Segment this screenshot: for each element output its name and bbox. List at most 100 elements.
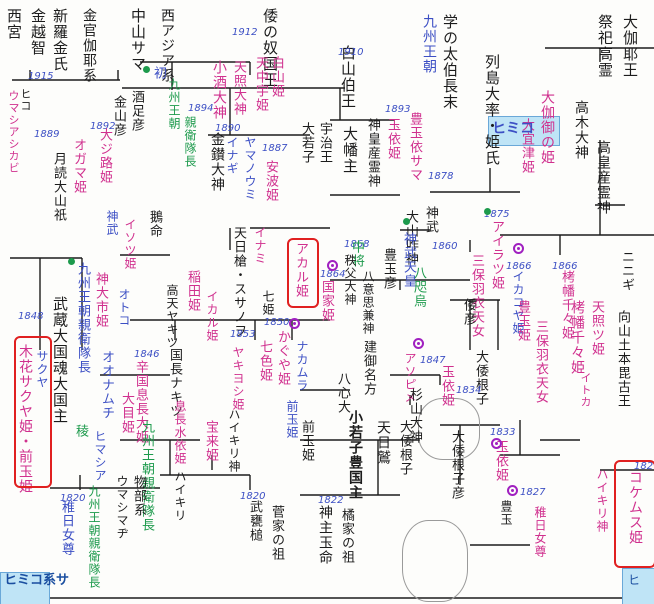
name-tenchi-kounisa: 天日槍・スサノヲ [231, 226, 246, 338]
name-ikaru-hime: イカル姫 [205, 290, 219, 342]
name-kyushu-ouchou: 九州王朝 [421, 14, 437, 74]
year-1847: 1847 [420, 355, 446, 366]
name-tenmikami-hime: 天中宇姫 [253, 56, 268, 112]
name-kaneyama-gomikou: 金官伽耶系 [81, 8, 97, 83]
year-1822: 1822 [318, 495, 344, 506]
name-kyushu-ouchou-b: 九州王朝親衛隊長 [139, 420, 154, 532]
year-1827b: 1827 [520, 487, 546, 498]
name-wakamikado: 大倭根子 [473, 350, 488, 406]
name-sosuwake: 宇治王 [317, 122, 332, 164]
name-tokoshi-hime: 大ジ路姫 [97, 128, 112, 184]
name-kyushu-shinsou: 九州王朝親衛隊長 [75, 262, 90, 374]
name-tatsuno-ki: 辛国息長大姫 [133, 360, 148, 444]
name-kunibo-hime: 国家姫 [319, 280, 334, 322]
marker-dot-4 [484, 208, 491, 215]
name-nakano: 中将 [349, 240, 364, 268]
name-shiraki-hakuou: 白山伯王 [339, 45, 357, 109]
name-jinkouou-kamikami: 神皇産霊神 [365, 118, 380, 188]
name-miyama-onna: 三保羽衣天女 [533, 320, 548, 404]
marker-dot-1 [143, 66, 150, 73]
hinoko-band-left [0, 572, 50, 604]
name-toyotsu: 豊玉 [499, 500, 513, 526]
name-tsukiyomi-yamanokami: 月読大山祇 [51, 152, 66, 222]
year-1860: 1860 [432, 241, 458, 252]
name-daimoku-hime: 大目姫 [119, 392, 134, 434]
name-sainoshinouchou: 親衛隊長 [183, 116, 197, 168]
year-1887: 1887 [262, 143, 288, 154]
name-jinbu: 神武 [423, 206, 438, 234]
name-kuninaga: 国長ナキツ [167, 348, 182, 418]
name-kyushu-ou: 九州王朝 [167, 78, 181, 130]
name-hachishin: 八心大 [335, 372, 350, 414]
name-kamiyoshi: ウマシマヂ [115, 475, 129, 540]
name-kyushu-shinsoku: 九州王朝親衛隊長 [87, 485, 101, 589]
name-ashima-hime: アソピメ [403, 352, 417, 404]
name-yamanoumi: ヤマノウミ [243, 136, 257, 201]
year-1875: 1875 [484, 209, 510, 220]
name-shimanose: ヒマシア [93, 430, 107, 482]
name-shirayama-hime: 白山姫 [269, 56, 284, 98]
name-takamidai: 高木大神 [573, 100, 589, 160]
name-tenshi: 大倭根子 [397, 420, 412, 476]
name-wakanohime: 安波姫 [263, 160, 278, 202]
name-motoharu-hime: 栲幡千々姫 [569, 300, 585, 375]
name-tokofuchi: 息長水依姫 [173, 400, 187, 465]
label-hinoko-2: ヒミコ系サ [4, 573, 70, 588]
name-tamayori-hime: 玉依姫 [493, 440, 508, 482]
name-kowakako: 小若子豊国主 [347, 410, 363, 500]
stamp-circle-1 [418, 398, 480, 460]
name-wa-no-dokuoku: 倭の奴国王 [261, 8, 279, 88]
name-kogemusu-hime: コケムス姫 [627, 470, 643, 545]
name-kunimanaga: 建御名方 [361, 340, 376, 396]
name-toyoshu: 豊玉彦 [381, 248, 396, 290]
year-1894: 1894 [188, 103, 214, 114]
name-akaru-hime: アカル姫 [293, 242, 308, 298]
name-kanmi: 菅家の祖 [269, 505, 284, 561]
name-nanaga: 七姫 [261, 290, 275, 316]
year-1912: 1912 [232, 27, 258, 38]
name-takarai-hime: 宝来姫 [203, 420, 218, 462]
name-haikiri: ハイキリ [173, 470, 187, 522]
name-toyoda-hime: 稚日女尊 [533, 506, 547, 558]
year-1820b: 1820 [60, 493, 86, 504]
year-1866b: 1866 [552, 261, 578, 272]
name-saigun-takaou: 祭祀高霊 [596, 14, 614, 78]
year-1850: 1850 [264, 317, 290, 328]
name-hachishu: 八意思兼神 [361, 270, 375, 335]
year-1878: 1878 [428, 171, 454, 182]
name-nakamura: ナカムラ [295, 340, 309, 392]
name-tamayori: 玉依姫 [385, 118, 400, 160]
name-oomaou: 大幡主 [341, 126, 359, 174]
year-1827: 1827 [634, 461, 654, 472]
name-oyomagokami: 小酒大神 [211, 60, 227, 120]
name-shinhime: 栲幡千々姫 [559, 270, 574, 340]
name-oomyou-b: 倭彦 [461, 298, 476, 326]
name-kaguya-hime: かぐや姫 [275, 330, 290, 386]
marker-ring-5 [413, 338, 424, 349]
name-murasaki: オトコ [117, 288, 131, 327]
name-yunami: 豊玉依サマ [407, 112, 422, 182]
year-1915: 1915 [28, 71, 54, 82]
marker-ring-4 [491, 438, 502, 449]
highlight-box-kokiya [14, 336, 52, 488]
name-ikako: イカコヤ姫 [511, 270, 525, 335]
year-1893: 1893 [385, 104, 411, 115]
name-kamishu: 神主玉命 [317, 505, 333, 565]
name-hayanori: ハイキリ神 [227, 408, 241, 473]
marker-ring-6 [289, 318, 300, 329]
name-takahoshin: 高皇産霊神 [595, 140, 611, 215]
name-kinhenokami: 金鑚大神 [209, 132, 225, 192]
name-itoka: イトカ [579, 372, 592, 408]
name-inagami: イナギ [225, 136, 239, 175]
name-ikoisu: イソツ姫 [123, 218, 137, 270]
year-1833: 1833 [490, 427, 516, 438]
year-1910: 1910 [338, 47, 364, 58]
year-1889: 1889 [34, 129, 60, 140]
name-kafumegi: 鵝命 [147, 210, 162, 238]
name-retsu-sayuki: 列島大率・姫氏 [483, 54, 501, 166]
name-sainomiya-gee: 西宮 [5, 8, 23, 40]
name-tamiyori-kure: 大宜津姫 [519, 118, 534, 174]
name-konyo: オオナムチ [99, 350, 114, 420]
